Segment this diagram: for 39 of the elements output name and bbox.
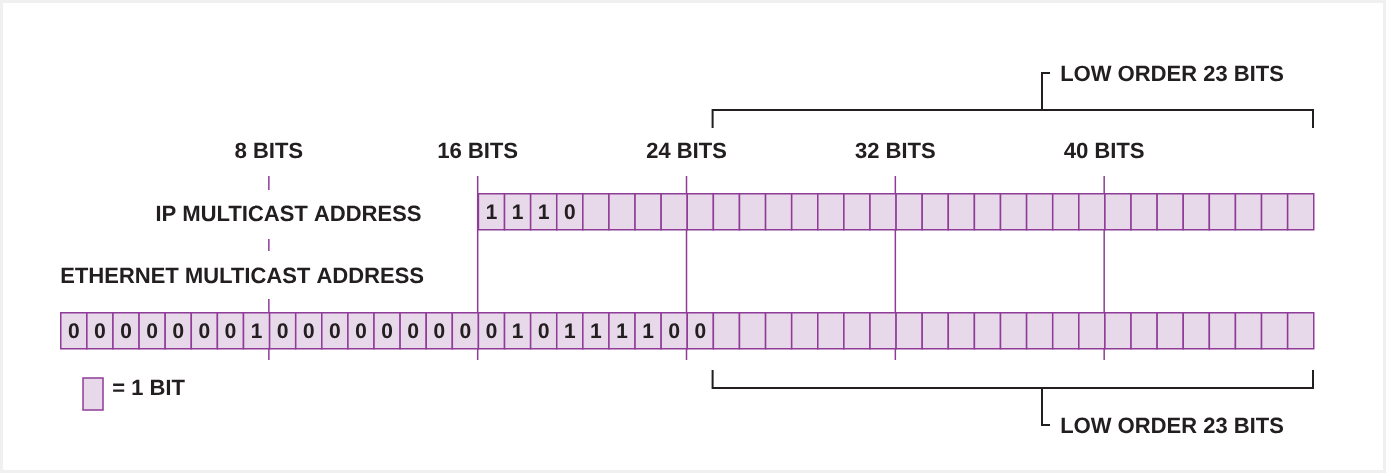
bit-cell: 1 [529, 193, 558, 231]
bit-cell: 0 [373, 312, 401, 350]
bit-cell: 0 [164, 312, 193, 350]
bit-cell: 0 [477, 312, 506, 350]
bit-cell: 0 [294, 312, 323, 350]
bit-cell: 0 [529, 312, 558, 350]
bit-cell: 0 [451, 312, 480, 350]
bit-cell: 1 [503, 312, 532, 350]
bit-cell: 0 [660, 312, 688, 350]
row-label: IP MULTICAST ADDRESS [156, 205, 421, 222]
bit-cell: 0 [112, 312, 140, 350]
bit-count-label: 24 BITS [646, 142, 726, 159]
bit-cell: 0 [321, 312, 349, 350]
bit-cell: 0 [190, 312, 219, 350]
bit-cell: 1 [242, 312, 271, 350]
bit-cell: 0 [347, 312, 375, 350]
bit-cell: 0 [268, 312, 297, 350]
bracket-label: LOW ORDER 23 BITS [1061, 417, 1283, 434]
bit-cell: 1 [634, 312, 662, 350]
bit-cell: 0 [556, 193, 584, 231]
bit-cell: 0 [60, 312, 88, 350]
bit-cell: 1 [582, 312, 610, 350]
bit-count-label: 8 BITS [235, 142, 303, 159]
bit-cell: 1 [556, 312, 584, 350]
legend-label: = 1 BIT [113, 379, 185, 395]
bit-cell: 0 [425, 312, 454, 350]
bit-count-label: 32 BITS [855, 142, 935, 159]
bracket-label: LOW ORDER 23 BITS [1061, 65, 1283, 82]
bit-cell: 0 [399, 312, 427, 350]
bit-cell: 1 [477, 193, 506, 231]
bit-count-label: 40 BITS [1064, 142, 1144, 159]
bit-count-label: 16 BITS [438, 142, 518, 159]
bit-cell: 0 [138, 312, 166, 350]
bit-cell: 1 [608, 312, 636, 350]
row-label: ETHERNET MULTICAST ADDRESS [61, 267, 424, 284]
bit-cell: 0 [86, 312, 114, 350]
bit-cell: 0 [216, 312, 245, 350]
bit-cell: 0 [686, 312, 715, 350]
bit-cell: 1 [503, 193, 532, 231]
